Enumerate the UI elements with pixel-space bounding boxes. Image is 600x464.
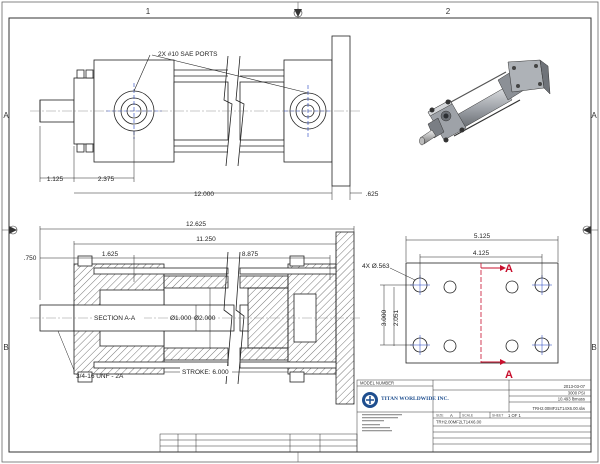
- tb-size-label: SIZE: [436, 414, 444, 418]
- tb-model-number: MODEL NUMBER: [360, 381, 394, 386]
- tb-sheet-label: SHEET: [492, 414, 503, 418]
- tie-rod-hole: [505, 280, 519, 294]
- zone-row-a: A: [3, 111, 9, 120]
- section-marker-top: A: [505, 263, 513, 275]
- dim-0625: .625: [366, 191, 379, 198]
- tb-size: A: [450, 413, 453, 418]
- tie-rod-hole: [443, 339, 457, 353]
- stroke-note: STROKE: 6.000: [182, 369, 229, 376]
- dim-1625: 1.625: [102, 251, 119, 258]
- thread-note: 3/4-16 UNF - 2A: [76, 373, 124, 380]
- tie-rod-hole: [443, 280, 457, 294]
- dim-2375: 2.375: [98, 176, 115, 183]
- dim-12625: 12.625: [186, 221, 206, 228]
- flange-dim-lines: [380, 236, 559, 346]
- dim-5125: 5.125: [474, 233, 491, 240]
- dim-11250: 11.250: [196, 236, 216, 243]
- company-name: TITAN WORLDWIDE INC.: [381, 396, 449, 402]
- title-block: [159, 379, 592, 453]
- holes-note: 4X Ø.563: [362, 263, 390, 270]
- zone-col-1: 1: [146, 7, 151, 16]
- isometric-view: [419, 59, 551, 146]
- tb-date: 2013-03-07: [564, 384, 586, 389]
- tb-pressure: 3000 PSI: [568, 391, 585, 396]
- tb-file-name: TRH2.00MF2LT14X6.00.slw: [532, 406, 585, 411]
- flange-hole-centers: [410, 275, 552, 355]
- bore-rod: Ø1.000: [170, 315, 192, 322]
- tb-weight: 10.493 lbmass: [558, 397, 585, 402]
- tb-part-number: TRH2.00MF2LT14X6.00: [436, 420, 482, 425]
- company-logo: [362, 392, 378, 408]
- ports-note: 2X #10 SAE PORTS: [158, 51, 218, 58]
- bore-cyl: Ø2.000: [194, 315, 216, 322]
- center-marker-left: [8, 225, 18, 235]
- section-marker-bottom: A: [505, 369, 513, 381]
- zone-row-b: B: [3, 343, 8, 352]
- section-label: SECTION A-A: [94, 315, 136, 322]
- center-marker-top: [293, 8, 303, 18]
- zone-col-2: 2: [446, 7, 451, 16]
- top-dim-lines: [39, 126, 362, 200]
- company-address-lines: [362, 414, 402, 432]
- zone-row-a-right: A: [591, 111, 597, 120]
- flange-view: A A: [405, 262, 559, 381]
- dim-2051: 2.051: [393, 309, 400, 326]
- center-marker-right: [582, 225, 592, 235]
- dim-1125: 1.125: [47, 176, 64, 183]
- dim-8875: 8.875: [242, 251, 259, 258]
- dim-0750: .750: [24, 255, 37, 262]
- dim-4125: 4.125: [473, 250, 490, 257]
- tb-scale-label: SCALE: [462, 414, 474, 418]
- tie-rod-hole: [505, 339, 519, 353]
- zone-row-b-right: B: [591, 343, 596, 352]
- dim-3000: 3.000: [381, 309, 388, 326]
- dim-12000: 12.000: [194, 191, 214, 198]
- tb-sheet: 1 OF 1: [508, 413, 521, 418]
